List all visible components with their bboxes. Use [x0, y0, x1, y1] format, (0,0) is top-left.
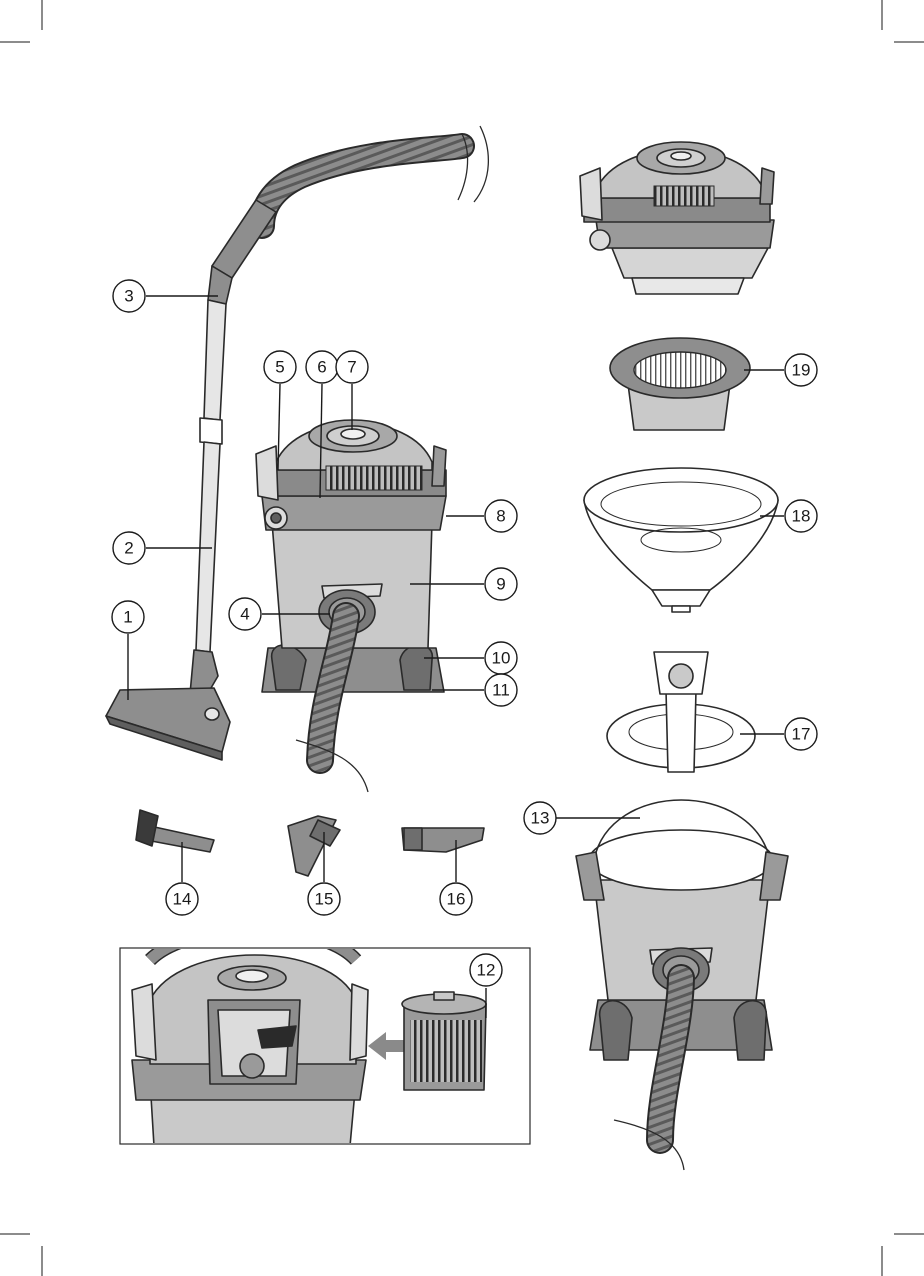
callout-9: 9 — [485, 568, 517, 600]
callout-label: 6 — [317, 358, 326, 377]
callout-label: 10 — [492, 649, 511, 668]
foam-filter — [402, 992, 486, 1090]
callout-18: 18 — [785, 500, 817, 532]
callout-label: 3 — [124, 287, 133, 306]
callout-11: 11 — [485, 674, 517, 706]
callout-15: 15 — [308, 883, 340, 915]
callout-14: 14 — [166, 883, 198, 915]
callout-13: 13 — [524, 802, 556, 834]
callout-label: 11 — [492, 681, 510, 700]
main-vacuum-unit — [256, 420, 446, 792]
motor-head — [580, 142, 774, 294]
filter-inset-panel — [120, 930, 530, 1146]
callout-label: 18 — [792, 507, 811, 526]
callout-label: 9 — [496, 575, 505, 594]
paper-bag-funnel — [584, 468, 778, 612]
hose-icon — [262, 126, 488, 226]
callout-2: 2 — [113, 532, 145, 564]
callout-17: 17 — [785, 718, 817, 750]
callout-label: 16 — [447, 890, 466, 909]
callout-label: 5 — [275, 358, 284, 377]
callout-10: 10 — [485, 642, 517, 674]
callout-label: 17 — [792, 725, 811, 744]
floor-nozzle — [106, 650, 230, 760]
callout-label: 12 — [477, 961, 496, 980]
extension-tube — [196, 300, 226, 652]
callout-label: 4 — [240, 605, 249, 624]
hose-handle — [208, 200, 276, 304]
callout-1: 1 — [112, 601, 144, 633]
filter-support — [607, 652, 755, 772]
callout-4: 4 — [229, 598, 261, 630]
cartridge-filter — [610, 338, 750, 430]
crevice-nozzle — [402, 828, 484, 852]
callout-label: 13 — [531, 809, 550, 828]
callout-5: 5 — [264, 351, 296, 383]
upholstery-nozzle — [288, 816, 340, 876]
callout-label: 2 — [124, 539, 133, 558]
callout-7: 7 — [336, 351, 368, 383]
callout-16: 16 — [440, 883, 472, 915]
callout-label: 1 — [123, 608, 132, 627]
callout-6: 6 — [306, 351, 338, 383]
callout-8: 8 — [485, 500, 517, 532]
callout-label: 7 — [347, 358, 356, 377]
callout-label: 14 — [173, 890, 192, 909]
callout-3: 3 — [113, 280, 145, 312]
callout-19: 19 — [785, 354, 817, 386]
callout-12: 12 — [470, 954, 502, 986]
dust-container — [576, 800, 788, 1170]
brush-icon — [136, 810, 214, 852]
callout-label: 19 — [792, 361, 811, 380]
callout-label: 15 — [315, 890, 334, 909]
callout-label: 8 — [496, 507, 505, 526]
